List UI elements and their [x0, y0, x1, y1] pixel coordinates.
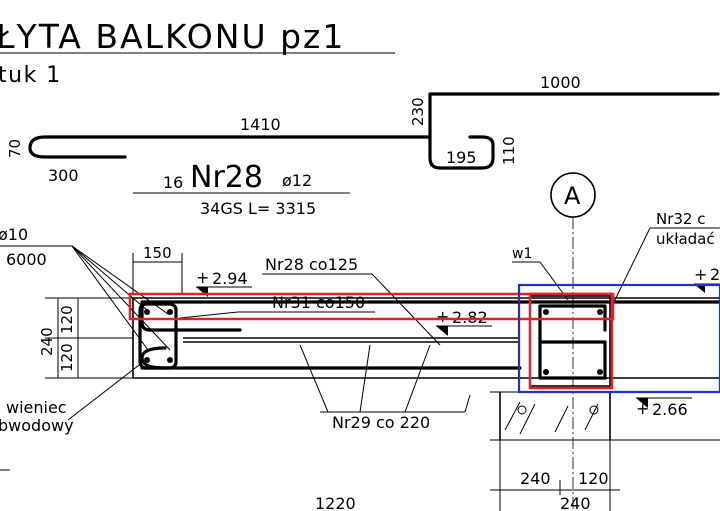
- dim-240-bottom-a: 240: [520, 469, 551, 488]
- label-nr32: Nr32 c: [656, 210, 706, 228]
- highlight-red-right: [528, 292, 614, 390]
- level-282: 2.82: [452, 308, 488, 327]
- dim-120-upper: 120: [58, 305, 76, 334]
- highlight-blue: [517, 283, 720, 394]
- nr29-leaders: [299, 344, 431, 413]
- axis-label: A: [564, 182, 581, 210]
- stirrup-dots: [144, 309, 173, 363]
- dim-1220: 1220: [315, 494, 356, 511]
- axis-a: A: [550, 172, 596, 511]
- level-right-sign: +: [694, 265, 707, 284]
- drawing-subtitle: tuk 1: [0, 63, 62, 88]
- dim-300: 300: [48, 166, 79, 185]
- dim-230: 230: [409, 97, 427, 126]
- note-diameter: ø10: [0, 225, 28, 244]
- level-266-sign: +: [636, 399, 649, 418]
- bar-number: Nr28: [190, 160, 263, 195]
- label-ukladac: układać: [656, 230, 715, 248]
- dim-120-lower: 120: [58, 343, 76, 372]
- dim-195: 195: [446, 148, 477, 167]
- label-nr28: Nr28 co125: [265, 255, 358, 274]
- level-right: 2: [710, 265, 720, 284]
- dim-240-vertical: 240: [38, 327, 56, 356]
- bar-shape-nr28: 1000 1410 230 70 300 195 110: [6, 73, 720, 185]
- dim-240-bottom-b: 240: [560, 494, 591, 511]
- rebar-nr28-hook: [140, 300, 242, 332]
- bar-count: 16: [163, 173, 183, 192]
- bar-label: 16 Nr28 ø12 34GS L= 3315: [133, 160, 350, 218]
- dim-120-bottom: 120: [578, 469, 609, 488]
- beam-w1: [529, 295, 611, 387]
- bar-diameter: ø12: [282, 171, 312, 190]
- dim-70: 70: [6, 139, 24, 158]
- dim-1410: 1410: [240, 115, 281, 134]
- label-wieniec: wieniec: [6, 398, 67, 417]
- label-obwodowy: bwodowy: [0, 416, 74, 435]
- dim-1000: 1000: [540, 73, 581, 92]
- dim-150: 150: [143, 244, 172, 262]
- label-w1: w1: [512, 246, 532, 262]
- balcony-slab: [132, 297, 720, 379]
- ring-beam-stirrup: [138, 302, 178, 370]
- note-length: 6000: [6, 250, 47, 269]
- label-nr29: Nr29 co 220: [332, 413, 430, 432]
- level-282-sign: +: [436, 307, 449, 326]
- drawing-title: ŁYTA BALKONU pz1: [0, 17, 345, 56]
- level-294-sign: +: [196, 268, 209, 287]
- level-294: 2.94: [212, 269, 248, 288]
- level-266: 2.66: [652, 400, 688, 419]
- dim-110: 110: [500, 136, 518, 165]
- bar-spec: 34GS L= 3315: [200, 199, 316, 218]
